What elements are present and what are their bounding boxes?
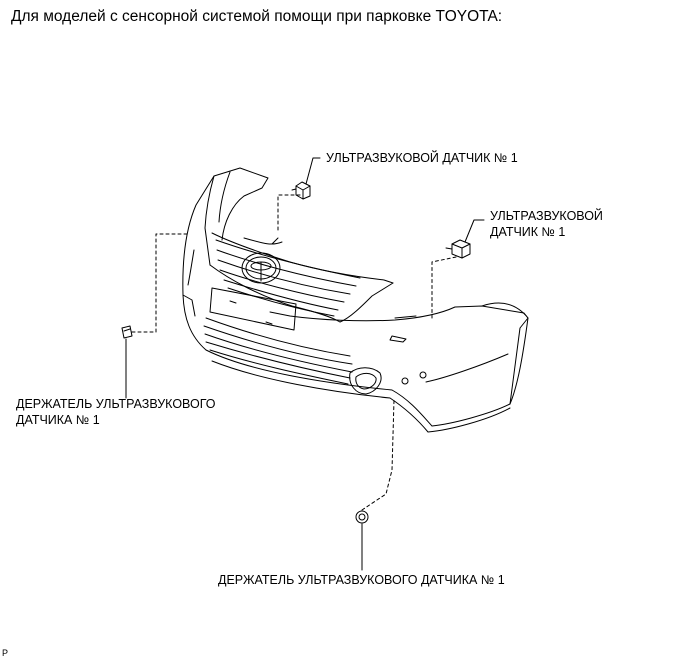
- sensor-holder-bottom: [355, 510, 369, 524]
- sensor-holder-left: [121, 325, 133, 339]
- upper-grille: [209, 232, 394, 323]
- sensor-top-label: УЛЬТРАЗВУКОВОЙ ДАТЧИК № 1: [326, 151, 518, 165]
- ultrasonic-sensor-right: [445, 239, 471, 259]
- sensor-right-label-line1: УЛЬТРАЗВУКОВОЙ: [490, 209, 603, 223]
- holder-left-label-line2: ДАТЧИКА № 1: [16, 413, 100, 427]
- lower-intake: [203, 287, 353, 385]
- sensor-right-label-line2: ДАТЧИК № 1: [490, 225, 566, 239]
- holder-bottom-label: ДЕРЖАТЕЛЬ УЛЬТРАЗВУКОВОГО ДАТЧИКА № 1: [218, 573, 505, 587]
- assembly-lines: [131, 194, 457, 511]
- ultrasonic-sensor-top: [291, 181, 311, 200]
- page-title: Для моделей с сенсорной системой помощи …: [11, 8, 503, 25]
- holder-left-label-line1: ДЕРЖАТЕЛЬ УЛЬТРАЗВУКОВОГО: [16, 397, 216, 411]
- leader-lines: [125, 157, 485, 571]
- corner-mark: P: [2, 648, 9, 658]
- toyota-emblem: [241, 252, 281, 284]
- bumper-shell: [182, 167, 529, 433]
- fog-lamp-area: [349, 367, 427, 395]
